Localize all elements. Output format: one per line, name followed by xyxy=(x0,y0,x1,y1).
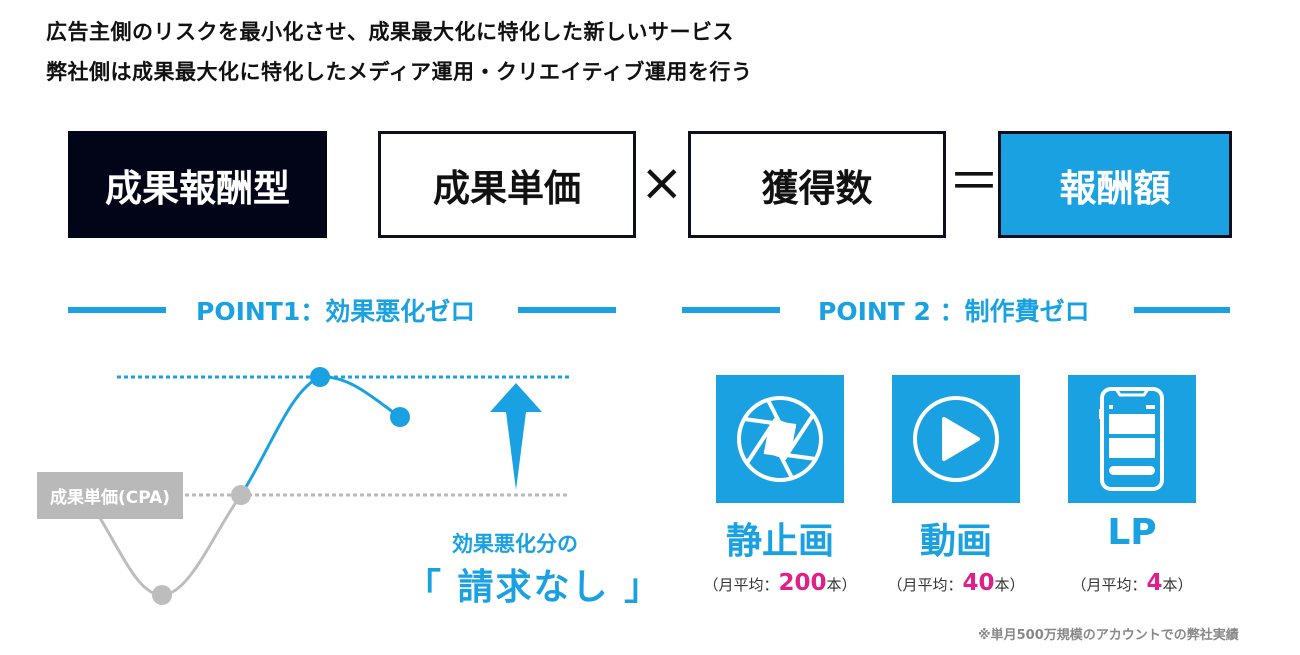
headline-line-1: 広告主側のリスクを最小化させ、成果最大化に特化した新しいサービス xyxy=(46,20,734,44)
point1-divider-right xyxy=(518,307,616,313)
lp-tile xyxy=(1068,375,1196,503)
cpa-label: 成果単価(CPA) xyxy=(37,472,183,519)
still-image-title: 静止画 xyxy=(725,521,834,562)
reward-amount-label: 報酬額 xyxy=(1059,166,1171,210)
unit-price-label: 成果単価 xyxy=(433,166,581,210)
still-image-tile xyxy=(716,375,844,503)
equals-operator: ＝ xyxy=(948,153,1001,213)
unit-price-box: 成果単価 xyxy=(378,131,636,238)
lp-monthly-average: （月平均：4本） xyxy=(1071,570,1193,596)
reward-amount-box: 報酬額 xyxy=(998,131,1232,238)
footnote: ※単月500万規模のアカウントでの弊社実績 xyxy=(978,628,1239,643)
point1-title: POINT1：効果悪化ゼロ xyxy=(196,297,476,326)
camera-aperture-icon xyxy=(737,396,823,482)
video-tile xyxy=(892,375,1020,503)
point2-divider-right xyxy=(1134,307,1230,313)
point1-divider-left xyxy=(68,307,166,313)
lp-count: 4 xyxy=(1146,570,1163,596)
point2-divider-left xyxy=(682,307,780,313)
headline-line-2: 弊社側は成果最大化に特化したメディア運用・クリエイティブ運用を行う xyxy=(46,60,753,84)
claim-line-1: 効果悪化分の xyxy=(452,532,578,556)
claim-line-2: 「 請求なし 」 xyxy=(405,567,663,608)
video-count: 40 xyxy=(962,570,995,596)
acquisition-count-label: 獲得数 xyxy=(761,166,873,210)
still-image-count: 200 xyxy=(778,570,827,596)
line-graph-icon xyxy=(98,367,570,605)
video-title: 動画 xyxy=(919,521,992,562)
play-icon xyxy=(913,396,999,482)
arrow-up-icon xyxy=(490,383,542,490)
point2-title: POINT 2 ：制作費ゼロ xyxy=(818,297,1090,326)
video-monthly-average: （月平均：40本） xyxy=(887,570,1025,596)
smartphone-icon xyxy=(1099,387,1164,491)
still-image-monthly-average: （月平均：200本） xyxy=(703,570,857,596)
model-label-box: 成果報酬型 xyxy=(68,131,327,238)
model-label: 成果報酬型 xyxy=(105,166,290,210)
acquisition-count-box: 獲得数 xyxy=(688,131,946,238)
multiply-operator: × xyxy=(640,153,684,213)
lp-title: LP xyxy=(1107,512,1157,553)
